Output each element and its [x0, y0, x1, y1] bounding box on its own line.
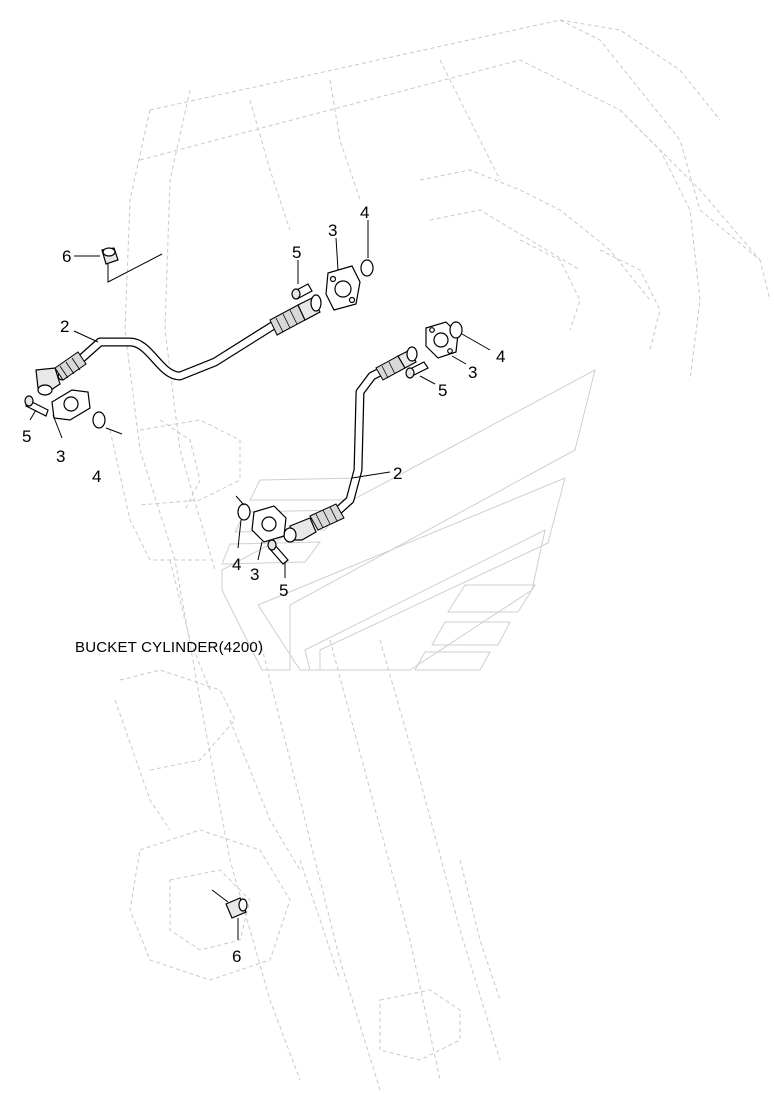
leader-lines — [29, 220, 491, 940]
background-chevron-logo — [221, 369, 596, 671]
lower-hose-upper-fitting — [397, 346, 418, 369]
callout-lower-oring-left: 4 — [232, 555, 241, 574]
lower-hose-lower-crimp — [309, 503, 345, 531]
upper-grease-fitting — [101, 247, 163, 283]
upper-right-bolt — [291, 283, 313, 300]
callout-lower-bolt-left: 5 — [279, 581, 288, 600]
lower-right-bolt — [405, 361, 429, 379]
upper-left-bolt — [24, 395, 49, 417]
callout-upper-hose: 2 — [60, 317, 69, 336]
callout-lower-flange-right: 3 — [468, 363, 477, 382]
lower-right-o-ring — [449, 321, 463, 339]
upper-right-o-ring — [360, 259, 374, 277]
callout-lower-hose: 2 — [393, 464, 402, 483]
upper-right-split-flange — [325, 265, 361, 311]
callout-upper-flange-left: 3 — [56, 447, 65, 466]
lower-left-split-flange — [251, 505, 287, 543]
lower-left-o-ring — [237, 503, 251, 521]
callout-upper-flange-right: 3 — [328, 221, 337, 240]
lower-left-bolt — [267, 539, 289, 565]
upper-hose-assembly — [24, 247, 374, 429]
callout-upper-bolt-right: 5 — [292, 243, 301, 262]
upper-left-elbow-fitting — [35, 367, 61, 396]
upper-left-o-ring — [92, 411, 106, 429]
lower-hose-elbow-fitting — [283, 517, 317, 543]
bucket-cylinder-caption: BUCKET CYLINDER(4200) — [75, 639, 263, 656]
callout-upper-bolt-left: 5 — [22, 427, 31, 446]
lower-hose-assembly — [225, 321, 463, 919]
callout-upper-oring-left: 4 — [92, 467, 101, 486]
upper-hose-left-crimp — [54, 351, 87, 381]
callout-upper-fitting: 6 — [62, 247, 71, 266]
background-boom-outline — [109, 19, 771, 1091]
callout-lower-oring-right: 4 — [496, 347, 505, 366]
upper-right-fitting — [297, 294, 322, 321]
callout-lower-fitting: 6 — [232, 947, 241, 966]
callout-upper-oring-right: 4 — [360, 203, 369, 222]
callout-lower-flange-left: 3 — [250, 565, 259, 584]
upper-left-split-flange — [51, 389, 91, 421]
callouts: 6 2 3 4 5 5 3 4 4 3 5 2 4 3 5 6 — [22, 203, 505, 966]
callout-lower-bolt-right: 5 — [438, 381, 447, 400]
lower-grease-fitting — [225, 897, 248, 919]
